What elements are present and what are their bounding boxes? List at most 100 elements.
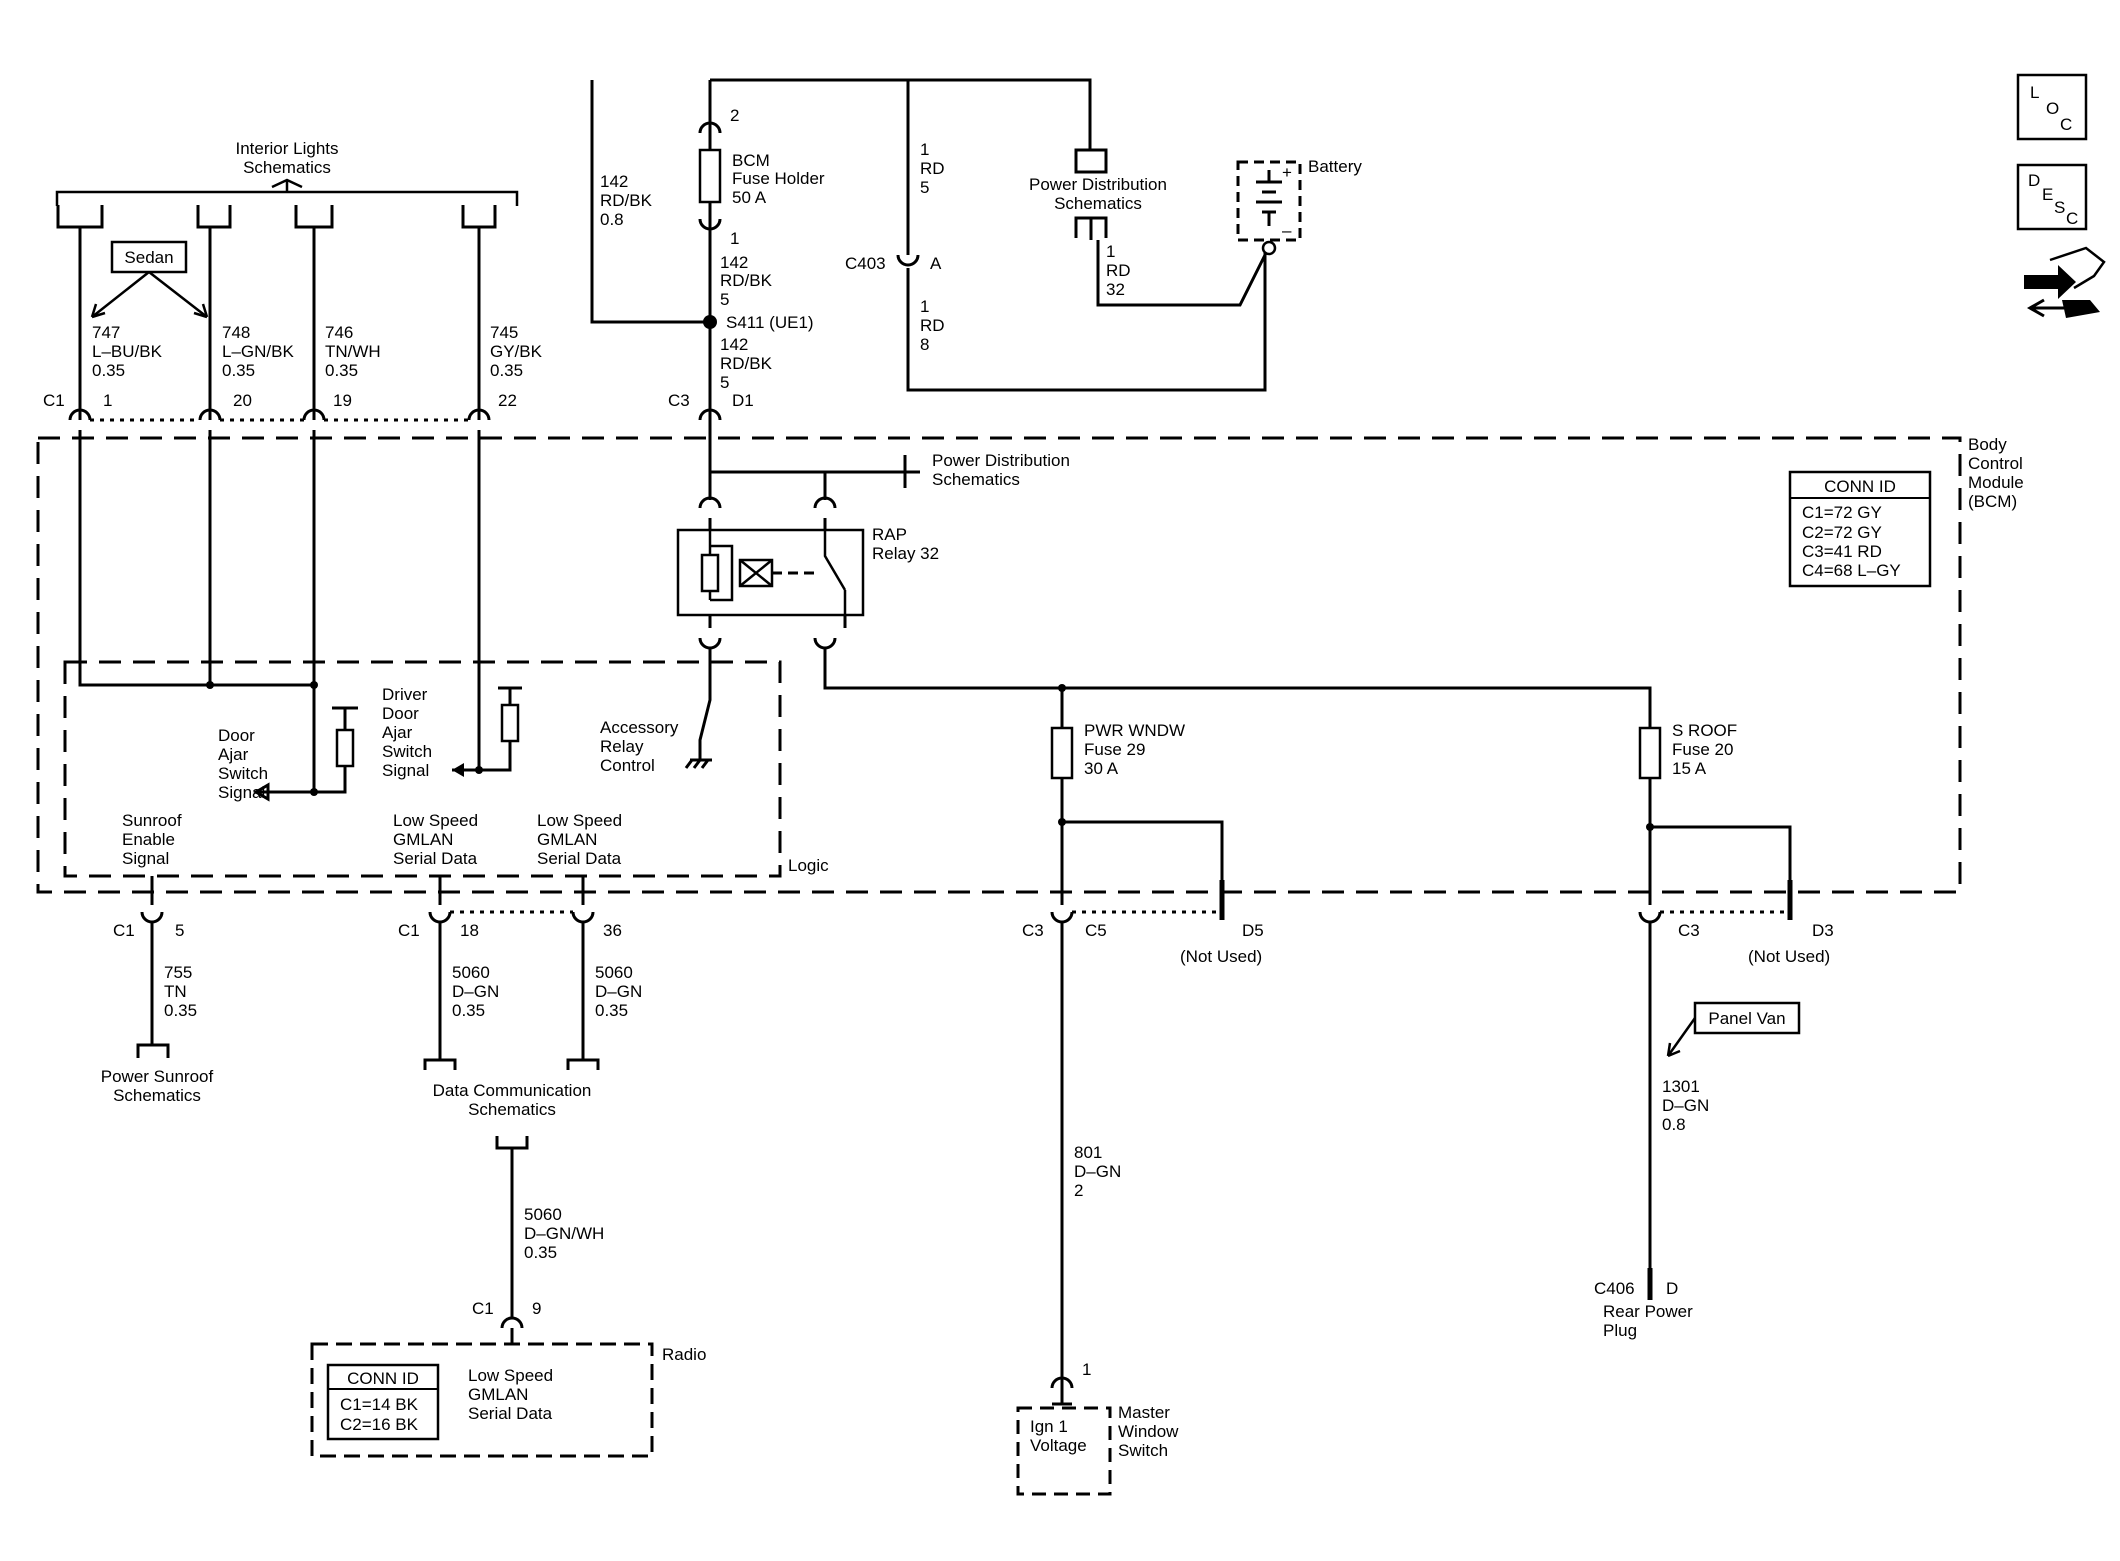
svg-text:C3=41 RD: C3=41 RD bbox=[1802, 542, 1882, 561]
svg-text:TN: TN bbox=[164, 982, 187, 1001]
svg-text:RD: RD bbox=[920, 159, 945, 178]
desc-icon[interactable]: D E S C bbox=[2016, 163, 2088, 231]
svg-text:5: 5 bbox=[720, 373, 729, 392]
logic-box bbox=[63, 660, 782, 878]
svg-text:C1: C1 bbox=[113, 921, 135, 940]
svg-text:Rear Power: Rear Power bbox=[1603, 1302, 1693, 1321]
svg-text:C2=72 GY: C2=72 GY bbox=[1802, 523, 1882, 542]
svg-text:Fuse Holder: Fuse Holder bbox=[732, 169, 825, 188]
svg-text:Sedan: Sedan bbox=[124, 248, 173, 267]
svg-text:Relay: Relay bbox=[600, 737, 644, 756]
svg-text:C: C bbox=[2066, 209, 2078, 228]
sunroof-enable-label: Sunroof Enable Signal bbox=[122, 811, 182, 868]
svg-text:5: 5 bbox=[720, 290, 729, 309]
power-distribution-top: Power Distribution Schematics bbox=[1029, 148, 1167, 240]
bcm-module-label: Body Control Module (BCM) bbox=[1968, 435, 2024, 511]
svg-text:C1=14 BK: C1=14 BK bbox=[340, 1395, 419, 1414]
svg-text:5060: 5060 bbox=[452, 963, 490, 982]
svg-text:19: 19 bbox=[333, 391, 352, 410]
svg-text:1: 1 bbox=[1106, 242, 1115, 261]
svg-text:Schematics: Schematics bbox=[113, 1086, 201, 1105]
gmlan-label-2: Low Speed GMLAN Serial Data bbox=[537, 811, 622, 868]
svg-text:L–BU/BK: L–BU/BK bbox=[92, 342, 163, 361]
svg-text:BCM: BCM bbox=[732, 151, 770, 170]
logic-label: Logic bbox=[788, 856, 829, 875]
svg-text:30 A: 30 A bbox=[1084, 759, 1119, 778]
svg-text:Relay 32: Relay 32 bbox=[872, 544, 939, 563]
svg-text:S: S bbox=[2054, 198, 2065, 217]
svg-text:142: 142 bbox=[720, 253, 748, 272]
c403-connector: C403 A bbox=[845, 254, 942, 273]
svg-text:8: 8 bbox=[920, 335, 929, 354]
svg-text:5: 5 bbox=[920, 178, 929, 197]
rear-power-plug: C406 D Rear Power Plug bbox=[1594, 1268, 1693, 1340]
panel-van-option-label: Panel Van bbox=[1666, 1001, 1801, 1058]
svg-text:Low Speed: Low Speed bbox=[393, 811, 478, 830]
svg-text:D: D bbox=[2028, 171, 2040, 190]
wire-142-a-label: 142 RD/BK 5 bbox=[720, 253, 773, 309]
svg-text:C403: C403 bbox=[845, 254, 886, 273]
svg-text:1: 1 bbox=[1082, 1360, 1091, 1379]
door-ajar-pullup bbox=[310, 706, 358, 796]
pwr-wndw-fuse-29: PWR WNDW Fuse 29 30 A bbox=[1050, 721, 1185, 780]
svg-text:Module: Module bbox=[1968, 473, 2024, 492]
s-roof-fuse-20: S ROOF Fuse 20 15 A bbox=[1638, 721, 1737, 780]
component-view-icon[interactable] bbox=[2024, 246, 2106, 318]
svg-text:RD/BK: RD/BK bbox=[720, 271, 773, 290]
svg-text:0.8: 0.8 bbox=[1662, 1115, 1686, 1134]
wire-1301-label: 1301 D–GN 0.8 bbox=[1662, 1077, 1709, 1134]
svg-text:1: 1 bbox=[103, 391, 112, 410]
svg-text:142: 142 bbox=[600, 172, 628, 191]
svg-text:D1: D1 bbox=[732, 391, 754, 410]
accessory-relay-label: Accessory Relay Control bbox=[600, 718, 679, 775]
svg-text:A: A bbox=[930, 254, 942, 273]
svg-text:Power Sunroof: Power Sunroof bbox=[101, 1067, 214, 1086]
svg-text:Plug: Plug bbox=[1603, 1321, 1637, 1340]
svg-text:(BCM): (BCM) bbox=[1968, 492, 2017, 511]
svg-text:Master: Master bbox=[1118, 1403, 1170, 1422]
svg-text:746: 746 bbox=[325, 323, 353, 342]
svg-text:Ajar: Ajar bbox=[382, 723, 413, 742]
svg-text:0.35: 0.35 bbox=[92, 361, 125, 380]
bcm-module-outline bbox=[36, 436, 1962, 894]
svg-text:Fuse 20: Fuse 20 bbox=[1672, 740, 1733, 759]
svg-text:Serial Data: Serial Data bbox=[537, 849, 622, 868]
svg-text:TN/WH: TN/WH bbox=[325, 342, 381, 361]
svg-text:748: 748 bbox=[222, 323, 250, 342]
svg-text:Power Distribution: Power Distribution bbox=[1029, 175, 1167, 194]
svg-text:D–GN: D–GN bbox=[1074, 1162, 1121, 1181]
svg-text:Fuse 29: Fuse 29 bbox=[1084, 740, 1145, 759]
svg-text:50 A: 50 A bbox=[732, 188, 767, 207]
svg-text:C3: C3 bbox=[1022, 921, 1044, 940]
svg-text:RD/BK: RD/BK bbox=[600, 191, 653, 210]
svg-text:C406: C406 bbox=[1594, 1279, 1635, 1298]
svg-text:GY/BK: GY/BK bbox=[490, 342, 543, 361]
svg-text:D–GN: D–GN bbox=[595, 982, 642, 1001]
svg-text:0.35: 0.35 bbox=[452, 1001, 485, 1020]
svg-text:Signal: Signal bbox=[382, 761, 429, 780]
battery: + – Battery bbox=[1236, 157, 1362, 256]
radio-module: Radio CONN ID C1=14 BK C2=16 BK Low Spee… bbox=[310, 1342, 706, 1458]
svg-text:(Not Used): (Not Used) bbox=[1180, 947, 1262, 966]
data-communication-schematics: Data Communication Schematics bbox=[423, 1058, 600, 1150]
svg-text:CONN ID: CONN ID bbox=[347, 1369, 419, 1388]
svg-text:Ign 1: Ign 1 bbox=[1030, 1417, 1068, 1436]
svg-text:D5: D5 bbox=[1242, 921, 1264, 940]
svg-text:C: C bbox=[2060, 115, 2072, 134]
c1-bottom-connector: C1 5 C1 18 36 bbox=[113, 910, 622, 940]
wire-801-label: 801 D–GN 2 bbox=[1074, 1143, 1121, 1200]
svg-text:Serial Data: Serial Data bbox=[468, 1404, 553, 1423]
loc-icon[interactable]: L O C bbox=[2016, 73, 2088, 141]
svg-text:C1: C1 bbox=[43, 391, 65, 410]
svg-text:Window: Window bbox=[1118, 1422, 1179, 1441]
svg-text:–: – bbox=[1282, 221, 1292, 240]
wire-142-b-label: 142 RD/BK 5 bbox=[720, 335, 773, 392]
svg-text:20: 20 bbox=[233, 391, 252, 410]
svg-text:Low Speed: Low Speed bbox=[537, 811, 622, 830]
svg-text:L–GN/BK: L–GN/BK bbox=[222, 342, 294, 361]
svg-text:Sunroof: Sunroof bbox=[122, 811, 182, 830]
svg-text:1301: 1301 bbox=[1662, 1077, 1700, 1096]
bcm-fuse-holder: 2 BCM Fuse Holder 50 A 1 bbox=[698, 106, 825, 248]
svg-text:Switch: Switch bbox=[218, 764, 268, 783]
